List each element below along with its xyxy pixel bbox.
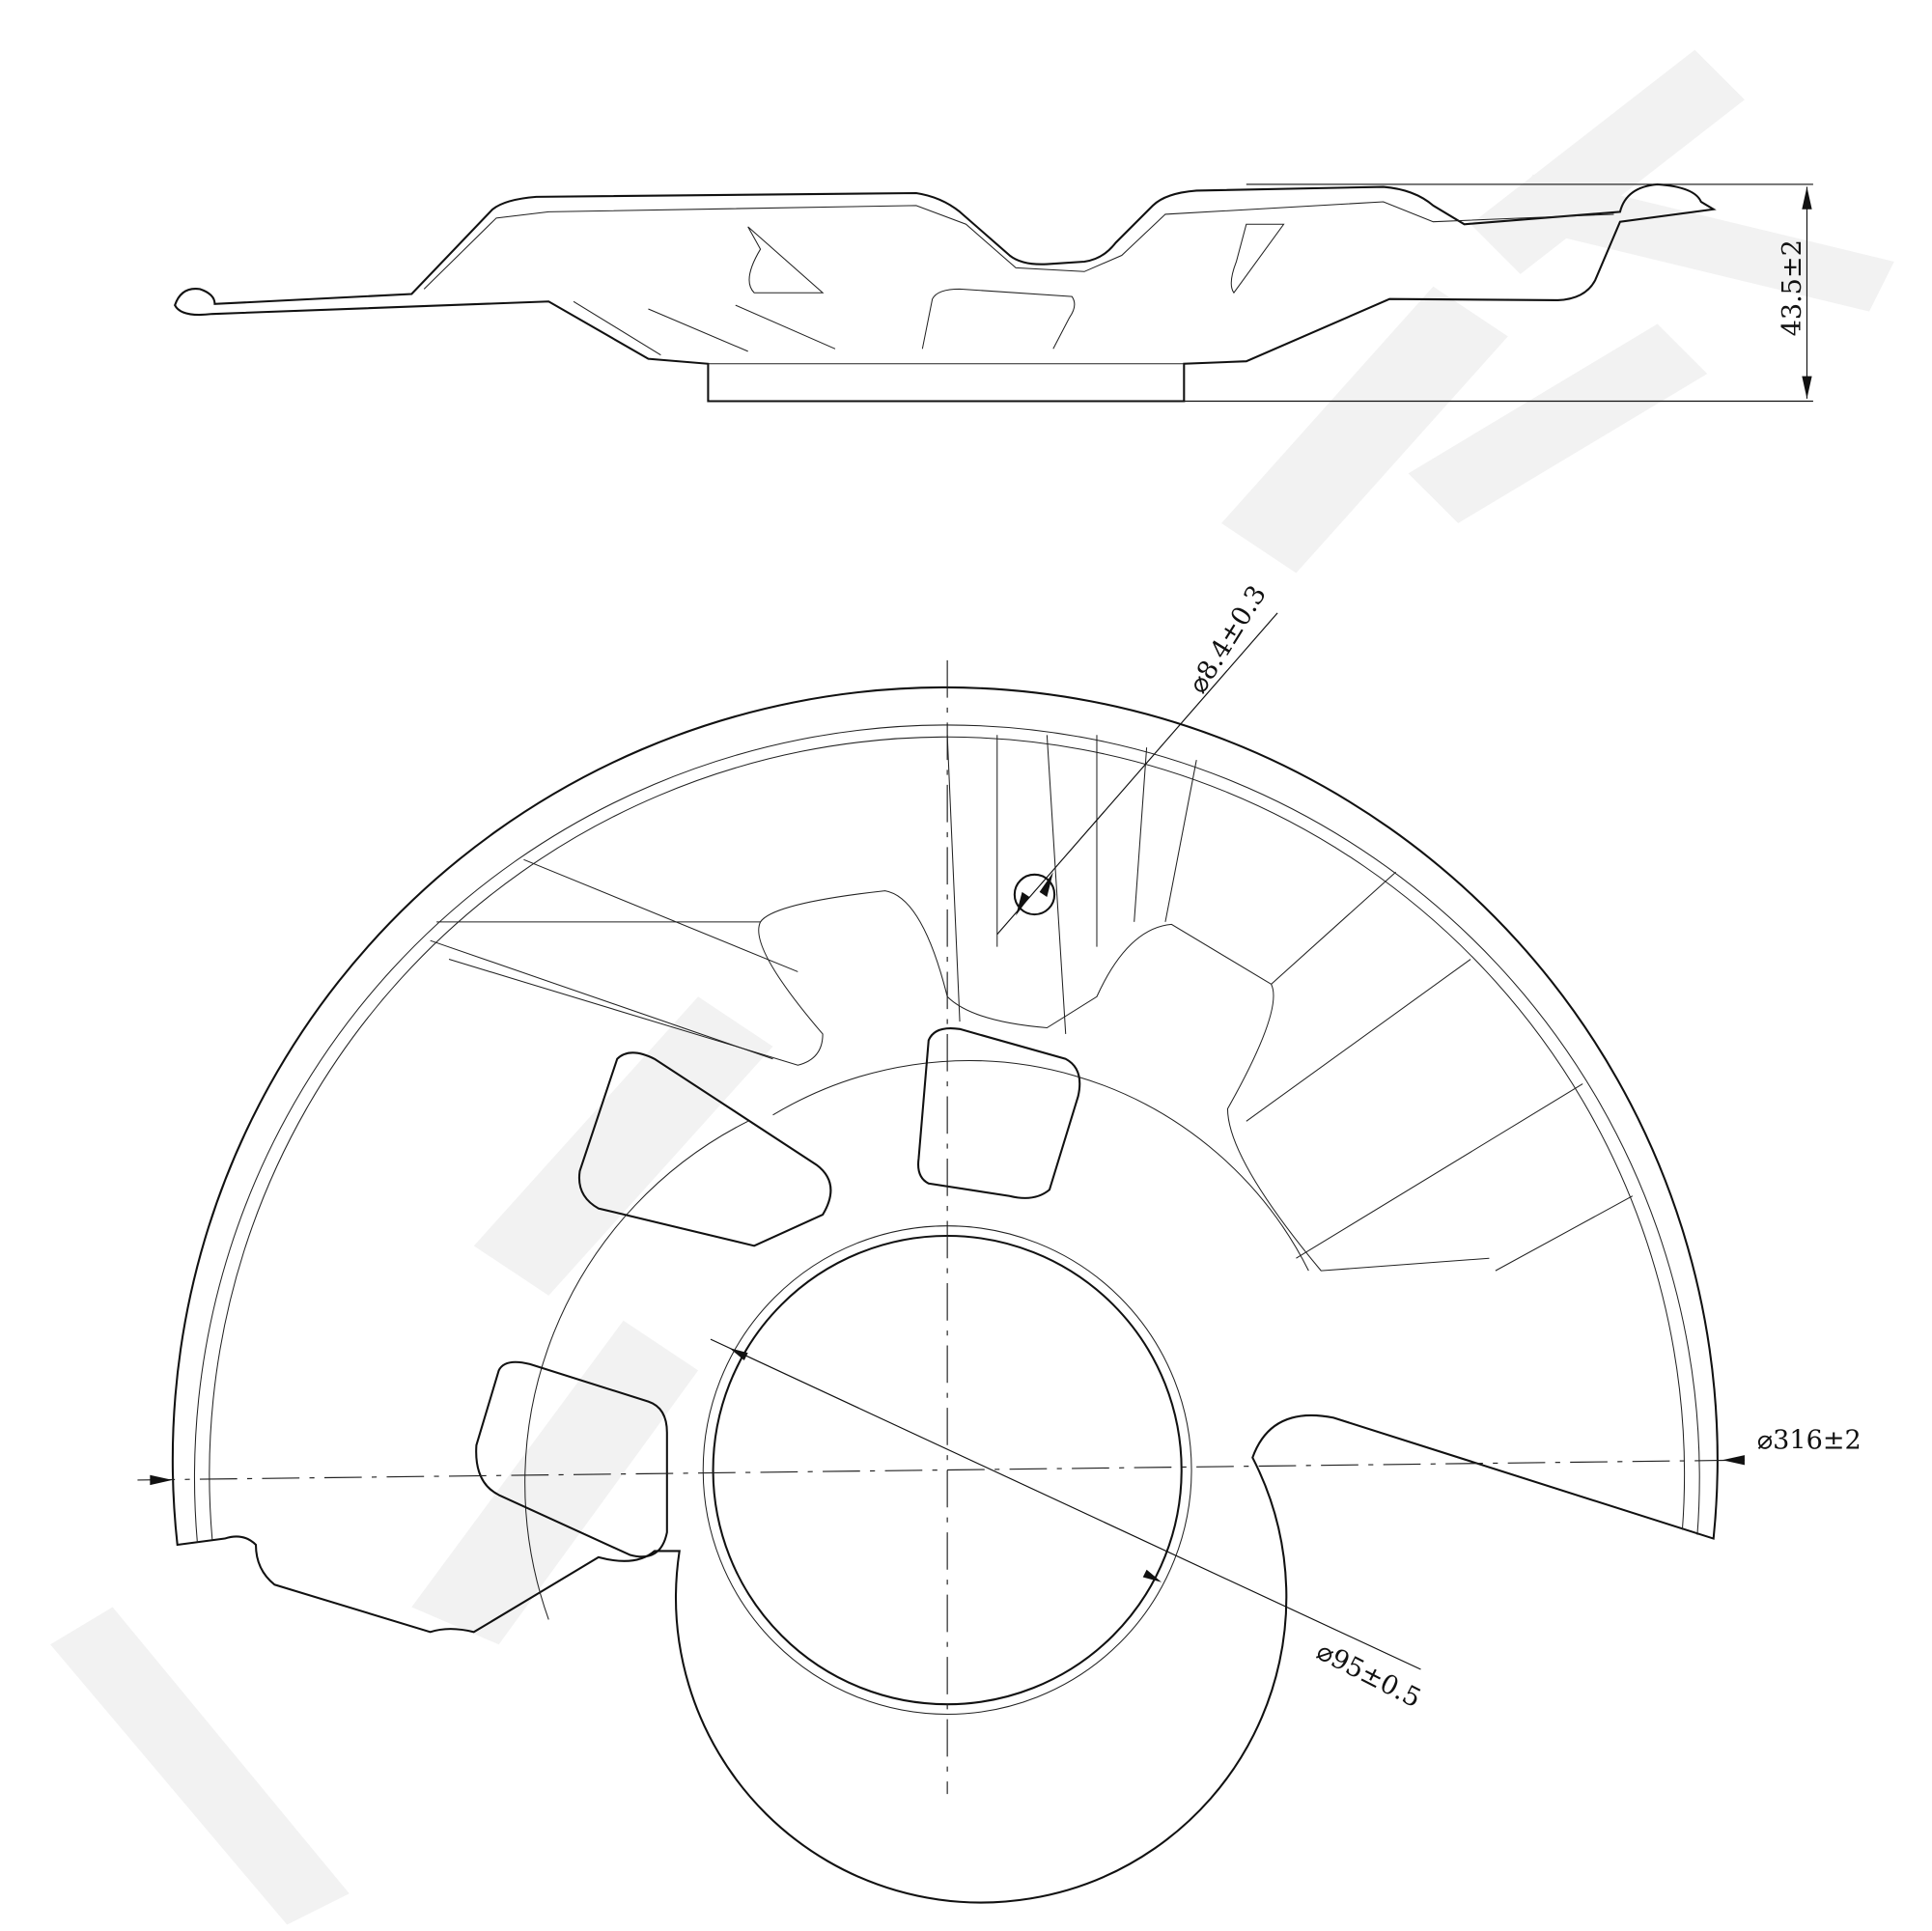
outer-diameter-dimension-label: ⌀316±2 [1757, 1426, 1862, 1456]
bolt-hole-dimension-label: ⌀8.4±0.3 [1183, 580, 1273, 699]
plan-view: ⌀8.4±0.3 ⌀316±2 ⌀95±0.5 [137, 580, 1862, 1904]
watermark [50, 49, 1894, 1925]
height-dimension-label: 43.5±2 [1778, 239, 1807, 336]
side-view: 43.5±2 [174, 182, 1813, 403]
hub-diameter-dimension-label: ⌀95±0.5 [1312, 1637, 1426, 1715]
